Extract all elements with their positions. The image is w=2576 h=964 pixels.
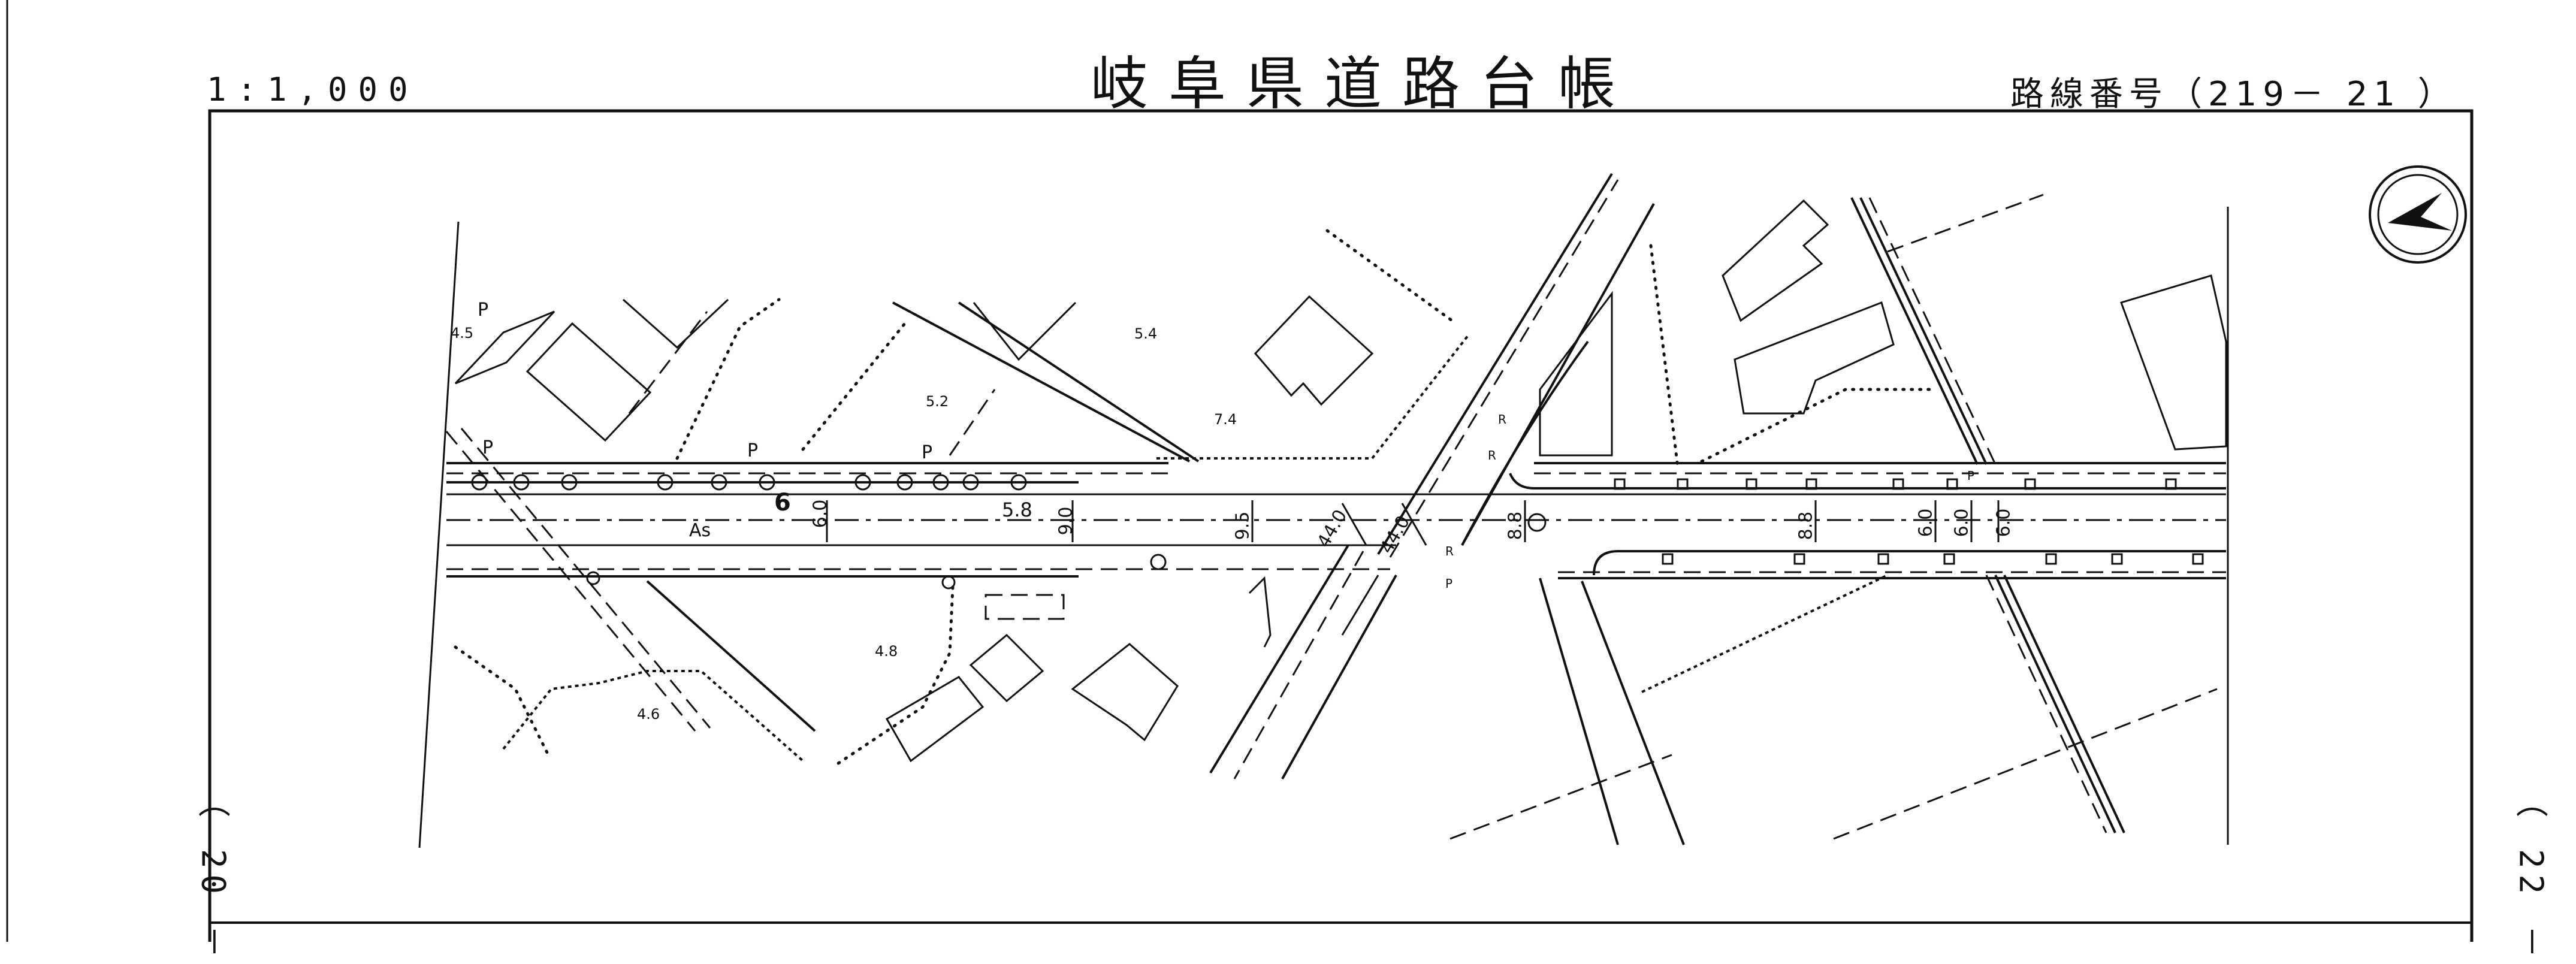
elevation-label: 4.5 [451, 325, 474, 342]
r-mark: R [1445, 544, 1454, 558]
parking-mark: P [1445, 576, 1453, 591]
map-scale: 1:1,000 [207, 71, 419, 108]
width-label: 6.0 [810, 499, 831, 528]
side-road-right [1850, 197, 2125, 833]
parking-mark: P [478, 300, 489, 321]
parking-mark: P [747, 440, 759, 461]
route-number: 路線番号（219－ 21 ） [2010, 75, 2457, 114]
parking-mark: P [1967, 469, 1975, 483]
width-label: 6.0 [1993, 508, 2015, 537]
elevation-label: 7.4 [1214, 411, 1237, 428]
north-arrow-icon [2369, 165, 2467, 264]
map-labels: 6.0 9.0 9.5 44.0 44.0 8.8 8.8 6.0 6.0 6.… [451, 300, 2015, 723]
width-marks [826, 500, 2000, 546]
road-map [6, 0, 2474, 942]
fences [502, 334, 1888, 762]
diagonal-road [1209, 173, 1685, 845]
parking-mark: P [922, 442, 933, 463]
width-label: 8.8 [1505, 511, 1526, 540]
elevation-label: 5.8 [1002, 498, 1032, 521]
width-label: 6.0 [1915, 508, 1937, 537]
elevation-label: 5.2 [926, 393, 949, 410]
elevation-label: 4.8 [875, 643, 898, 660]
side-road-left [445, 301, 1200, 732]
boundaries [454, 194, 2218, 840]
width-label: 9.5 [1232, 511, 1254, 540]
elevation-label: 4.6 [637, 706, 660, 723]
route-marker: 6 [774, 489, 791, 516]
r-mark: R [1488, 448, 1496, 463]
map-frame [208, 109, 2474, 942]
width-label: 8.8 [1795, 511, 1817, 540]
width-label: 44.0 [1376, 512, 1415, 558]
roadside-symbols [471, 474, 2204, 590]
width-label: 9.0 [1055, 506, 1077, 536]
width-label: 6.0 [1951, 508, 1973, 537]
elevation-label: 5.4 [1134, 325, 1158, 342]
main-road [446, 462, 2226, 579]
surface-label: As [689, 520, 711, 541]
width-label: 44.0 [1313, 506, 1352, 552]
r-mark: R [1498, 412, 1506, 427]
page-title: 岐阜県道路台帳 [1091, 50, 1636, 117]
buildings [454, 199, 2227, 763]
parking-mark: P [482, 437, 494, 458]
